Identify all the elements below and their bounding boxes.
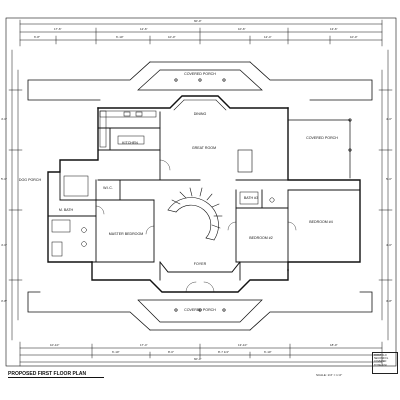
roof-outline <box>27 61 373 331</box>
room-covered-porch-top: COVERED PORCH <box>180 72 220 76</box>
top-dimension-lines <box>19 19 383 47</box>
room-covered-porch-right: COVERED PORCH <box>300 136 344 140</box>
room-name: COVERED PORCH <box>184 72 216 76</box>
top-dim-2: 12'-6" <box>140 27 148 31</box>
scale-note: SCALE: 1/4" = 1'-0" <box>316 373 343 377</box>
room-master-bedroom: MASTER BEDROOM <box>104 232 148 236</box>
covered-porch-bottom <box>137 299 263 323</box>
top-int-1: 6'-8" <box>34 35 40 39</box>
covered-porch-right <box>287 118 352 179</box>
room-bedroom-4: BEDROOM #4 <box>302 220 340 224</box>
right-dim-2: 5'-0" <box>386 177 392 181</box>
room-name: FOYER <box>193 262 207 266</box>
room-master-bath: M. BATH <box>54 208 78 212</box>
top-int-2: 6'-10" <box>116 35 124 39</box>
room-foyer: FOYER <box>186 262 214 266</box>
foyer-bay <box>159 261 241 273</box>
plan-title-underline <box>8 377 104 378</box>
room-name: KITCHEN <box>122 141 138 145</box>
room-name: BEDROOM #2 <box>249 236 273 240</box>
overall-width-bottom: 60'-0" <box>194 357 202 361</box>
room-name: M. BATH <box>58 208 74 212</box>
room-name: DOG PORCH <box>18 178 42 182</box>
room-name: BEDROOM #4 <box>309 220 333 224</box>
bottom-dim-1: 10'-10" <box>50 343 60 347</box>
left-dim-4: 3'-8" <box>1 299 7 303</box>
plan-title: PROPOSED FIRST FLOOR PLAN <box>8 371 87 377</box>
room-bedroom-2: BEDROOM #2 <box>242 236 280 240</box>
title-block: FIRST FLO SECOND FL COVERED TOTAL UNI <box>372 352 398 374</box>
bottom-int-1: 6'-10" <box>112 350 120 354</box>
top-dim-4: 13'-6" <box>330 27 338 31</box>
fireplace <box>237 149 253 173</box>
top-dim-3: 10'-6" <box>238 27 246 31</box>
right-dim-1: 4'-0" <box>386 117 392 121</box>
interior-walls <box>47 111 361 281</box>
bottom-int-3: 8'-7 1/4" <box>218 350 229 354</box>
curved-staircase <box>167 187 223 241</box>
bath-fixtures <box>51 175 275 257</box>
kitchen-counters <box>99 110 157 148</box>
overall-width-top: 60'-0" <box>194 19 202 23</box>
covered-porch-top <box>137 69 263 91</box>
top-dim-1: 17'-6" <box>54 27 62 31</box>
right-dim-4: 3'-8" <box>386 299 392 303</box>
left-dim-3: 4'-0" <box>1 243 7 247</box>
left-dim-2: 5'-0" <box>1 177 7 181</box>
title-block-line: COVERED <box>374 360 387 364</box>
room-name: DINING <box>193 112 207 116</box>
room-kitchen: KITCHEN <box>116 141 144 145</box>
left-dim-1: 4'-0" <box>1 117 7 121</box>
bottom-dim-4: 18'-0" <box>330 343 338 347</box>
room-name: W.I.C. <box>103 186 113 190</box>
bottom-dim-3: 13'-10" <box>238 343 248 347</box>
top-int-5: 10'-0" <box>350 35 358 39</box>
bottom-int-2: 8'-0" <box>168 350 174 354</box>
room-name: COVERED PORCH <box>306 136 338 140</box>
room-bath-3: BATH #3 <box>242 196 260 200</box>
right-dim-3: 4'-0" <box>386 243 392 247</box>
room-dining: DINING <box>186 112 214 116</box>
sheet-border <box>5 17 397 367</box>
door-swings <box>95 159 297 293</box>
side-dimension-lines <box>8 49 393 341</box>
top-int-4: 12'-4" <box>264 35 272 39</box>
room-dog-porch: DOG PORCH <box>16 178 44 182</box>
bottom-dim-2: 17'-4" <box>140 343 148 347</box>
room-name: GREAT ROOM <box>191 146 217 150</box>
room-name: COVERED PORCH <box>184 308 216 312</box>
dining-bay <box>173 99 227 111</box>
room-covered-porch-bottom: COVERED PORCH <box>180 308 220 312</box>
room-name: BATH #3 <box>243 196 259 200</box>
title-block-line: FIRST FLO <box>374 354 387 357</box>
room-great-room: GREAT ROOM <box>186 146 222 150</box>
room-wic: W.I.C. <box>98 186 118 190</box>
top-int-3: 10'-0" <box>168 35 176 39</box>
bottom-dimension-lines <box>19 341 383 367</box>
room-name: MASTER BEDROOM <box>108 232 144 236</box>
title-block-line: TOTAL UNI <box>374 363 387 367</box>
bottom-int-4: 6'-10" <box>264 350 272 354</box>
title-block-line: SECOND FL <box>374 357 389 361</box>
